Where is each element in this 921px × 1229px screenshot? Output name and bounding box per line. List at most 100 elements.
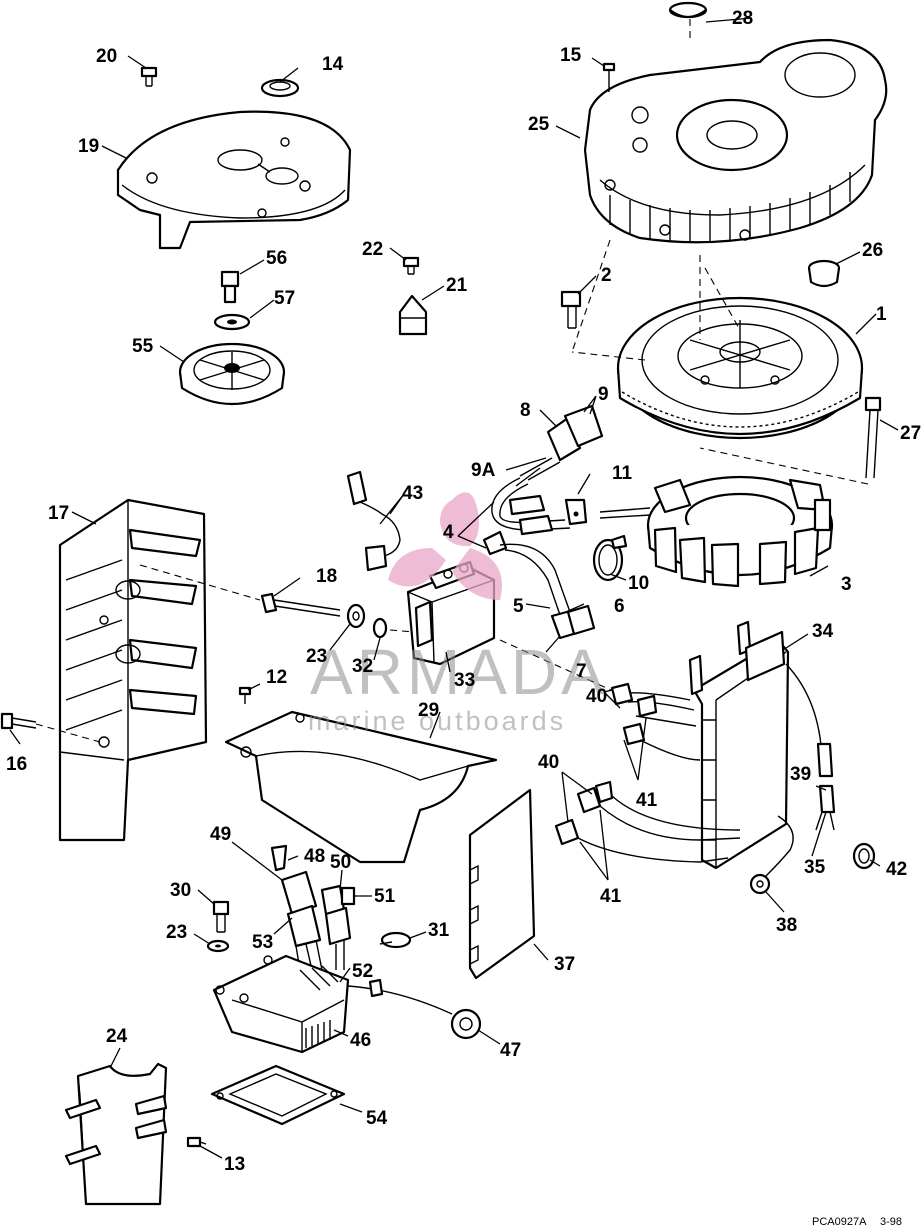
part-26-bushing xyxy=(807,259,841,288)
label-57: 57 xyxy=(274,288,295,309)
label-16: 16 xyxy=(6,754,27,775)
part-18-bolt xyxy=(260,592,341,617)
label-10: 10 xyxy=(628,573,649,594)
label-28: 28 xyxy=(732,8,753,29)
label-30: 30 xyxy=(170,880,191,901)
label-32: 32 xyxy=(352,656,373,677)
label-13: 13 xyxy=(224,1154,245,1175)
label-26: 26 xyxy=(862,240,883,261)
label-8: 8 xyxy=(520,400,531,421)
label-5: 5 xyxy=(513,596,524,617)
part-3-stator xyxy=(599,475,834,588)
part-21-button xyxy=(398,294,428,336)
label-39: 39 xyxy=(790,764,811,785)
label-25: 25 xyxy=(528,114,550,135)
part-47-ground-lead xyxy=(347,978,482,1040)
part-57-washer xyxy=(213,313,251,331)
label-35: 35 xyxy=(804,857,826,878)
part-11-clip xyxy=(564,498,588,526)
label-29: 29 xyxy=(418,700,439,721)
label-2: 2 xyxy=(601,265,612,286)
label-38: 38 xyxy=(776,915,797,936)
label-52: 52 xyxy=(352,961,373,982)
part-37-bracket xyxy=(468,788,536,980)
part-54-gasket xyxy=(210,1064,346,1126)
part-41-leads-lower xyxy=(554,780,741,863)
label-47: 47 xyxy=(500,1040,521,1061)
part-42-strap xyxy=(852,842,876,870)
label-40-upper: 40 xyxy=(586,686,607,707)
label-14: 14 xyxy=(322,54,344,75)
part-30-bolt xyxy=(212,900,230,933)
part-32-washer xyxy=(372,617,388,639)
part-4-wire-harness xyxy=(482,477,571,616)
alignment-line-cover xyxy=(571,19,869,485)
label-41-lower: 41 xyxy=(600,886,622,907)
label-49: 49 xyxy=(210,824,231,845)
part-28-cap xyxy=(668,1,708,19)
part-48-pin xyxy=(270,844,288,872)
label-18: 18 xyxy=(316,566,337,587)
part-22-screw xyxy=(402,256,420,275)
part-19-plate xyxy=(116,110,352,250)
label-40-lower: 40 xyxy=(538,752,559,773)
figure-code: PCA0927A xyxy=(812,1216,867,1228)
part-20-screw xyxy=(140,66,158,87)
label-23-upper: 23 xyxy=(306,646,327,667)
watermark-tagline: marine outboards xyxy=(308,706,566,736)
label-17: 17 xyxy=(48,503,69,524)
part-43-spark-plug-lead xyxy=(346,470,401,572)
label-42: 42 xyxy=(886,859,907,880)
label-3: 3 xyxy=(841,574,852,595)
part-14-grommet xyxy=(260,78,300,98)
part-13-screw xyxy=(186,1136,207,1148)
label-56: 56 xyxy=(266,248,287,269)
label-37: 37 xyxy=(554,954,575,975)
part-15-screw xyxy=(602,62,616,92)
label-20: 20 xyxy=(96,46,117,67)
part-23-washer-upper xyxy=(346,603,366,629)
armada-logo-icon xyxy=(388,492,502,600)
part-23-washer-lower xyxy=(206,939,230,953)
label-9: 9 xyxy=(598,384,609,405)
figure-date: 3-98 xyxy=(880,1216,902,1228)
part-25-flywheel-cover xyxy=(583,38,888,244)
label-22: 22 xyxy=(362,239,383,260)
label-43: 43 xyxy=(402,483,423,504)
label-48: 48 xyxy=(304,846,325,867)
leader-lines xyxy=(9,17,899,1159)
label-4: 4 xyxy=(443,522,454,543)
part-35-terminal xyxy=(815,811,835,831)
part-2-bolt xyxy=(560,290,582,329)
label-6: 6 xyxy=(614,596,625,617)
part-46-regulator xyxy=(212,954,350,1054)
label-53: 53 xyxy=(252,932,273,953)
part-31-clip xyxy=(379,931,412,949)
part-29-shield xyxy=(224,710,498,864)
label-12: 12 xyxy=(266,667,287,688)
part-24-cover xyxy=(64,1062,168,1206)
label-7: 7 xyxy=(576,661,587,682)
part-16-screw xyxy=(0,712,37,730)
label-41-upper: 41 xyxy=(636,790,658,811)
label-19: 19 xyxy=(78,136,99,157)
label-50: 50 xyxy=(330,852,351,873)
label-1: 1 xyxy=(876,304,887,325)
label-23-lower: 23 xyxy=(166,922,187,943)
part-56-bolt xyxy=(220,270,240,304)
part-27-bolt xyxy=(864,396,882,479)
label-55: 55 xyxy=(132,336,154,357)
label-54: 54 xyxy=(366,1108,388,1129)
part-1-flywheel xyxy=(616,296,864,440)
label-15: 15 xyxy=(560,45,582,66)
part-51-terminal xyxy=(340,886,356,906)
label-51: 51 xyxy=(374,886,396,907)
label-31: 31 xyxy=(428,920,450,941)
label-9a: 9A xyxy=(471,460,496,481)
part-55-pulley xyxy=(178,342,286,405)
label-27: 27 xyxy=(900,423,921,444)
part-17-electrical-cover xyxy=(58,498,208,842)
part-39-lead xyxy=(785,663,836,814)
part-12-screw xyxy=(238,686,252,704)
